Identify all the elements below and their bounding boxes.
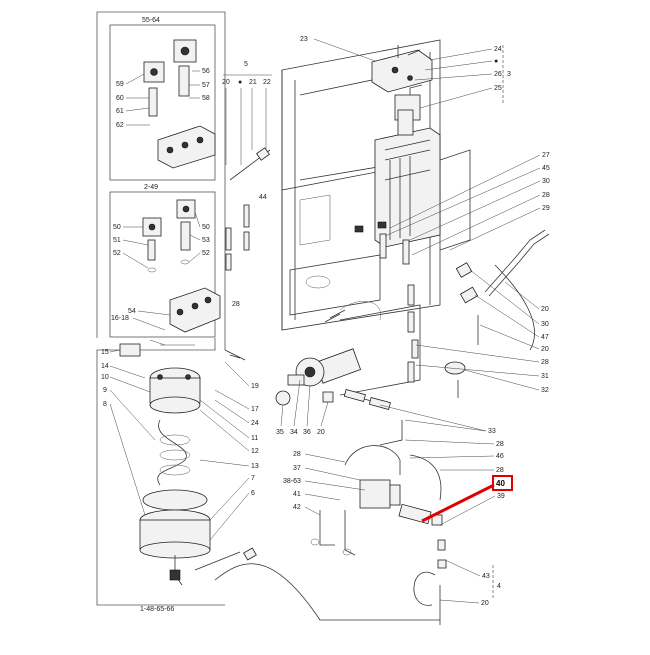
- label-13: 13: [251, 463, 259, 470]
- label-11: 11: [251, 435, 258, 442]
- label-46: 46: [496, 453, 504, 460]
- label-28e: 28: [496, 467, 504, 474]
- label-20b: 20: [317, 429, 325, 436]
- label-16-18: 16-18: [111, 315, 129, 322]
- label-group-2-49: 2-49: [144, 184, 158, 191]
- highlight-box: [492, 475, 513, 491]
- label-61: 61: [116, 108, 124, 115]
- label-20c: 20: [541, 306, 549, 313]
- label-35: 35: [276, 429, 284, 436]
- label-20d: 20: [541, 346, 549, 353]
- label-group-1-48-65-66: 1-48-65-66: [140, 606, 174, 613]
- label-21: 21: [249, 79, 257, 86]
- panel-boiler: 1-48-65-66 15 14 10 9 8 19 17 24 11 12 1…: [96, 11, 259, 613]
- label-52b: 52: [202, 250, 210, 257]
- label-47: 47: [541, 334, 549, 341]
- label-9: 9: [103, 387, 107, 394]
- group-5: 5 20 ● 21 22 44 28: [222, 61, 272, 308]
- label-53: 53: [202, 237, 210, 244]
- highlight-part-40: 40: [421, 475, 513, 523]
- label-54: 54: [128, 308, 136, 315]
- label-6: 6: [251, 490, 255, 497]
- label-30b: 30: [541, 321, 549, 328]
- label-22: 22: [263, 79, 271, 86]
- label-28a: 28: [232, 301, 240, 308]
- label-28c: 28: [541, 359, 549, 366]
- label-57: 57: [202, 82, 210, 89]
- label-58: 58: [202, 95, 210, 102]
- label-45: 45: [542, 165, 550, 172]
- label-56: 56: [202, 68, 210, 75]
- label-28b: 28: [542, 192, 550, 199]
- label-group-5: 5: [244, 61, 248, 68]
- label-10: 10: [101, 374, 109, 381]
- label-50b: 50: [202, 224, 210, 231]
- label-44: 44: [259, 194, 267, 201]
- label-27: 27: [542, 152, 550, 159]
- highlight-leader-line: [421, 483, 495, 523]
- label-33: 33: [488, 428, 496, 435]
- pump-assembly: 35 34 36 20 33: [275, 301, 496, 436]
- right-hoses: 20 30 47 20 28 31 32: [415, 229, 550, 398]
- label-37: 37: [293, 465, 301, 472]
- dot-5: ●: [238, 79, 242, 86]
- label-group-3: 3: [507, 71, 511, 78]
- label-41: 41: [293, 491, 301, 498]
- label-15: 15: [101, 349, 109, 356]
- label-31: 31: [541, 373, 549, 380]
- group-3: 23 24 ● 26 3 25: [300, 36, 511, 121]
- label-39: 39: [497, 493, 505, 500]
- label-34: 34: [290, 429, 298, 436]
- label-24b: 24: [494, 46, 502, 53]
- label-32: 32: [541, 387, 549, 394]
- label-17: 17: [251, 406, 259, 413]
- label-52a: 52: [113, 250, 121, 257]
- panel-2-49: 2-49 50 50 51 53 52 52 54 16-18: [109, 184, 221, 346]
- label-25: 25: [494, 85, 502, 92]
- label-20e: 20: [481, 600, 489, 607]
- label-38-63: 38-63: [283, 478, 301, 485]
- label-43: 43: [482, 573, 490, 580]
- label-62: 62: [116, 122, 124, 129]
- panel-55-64: 55-64 56 57 58 59 60 61 62: [109, 17, 216, 181]
- label-group-55-64: 55-64: [142, 17, 160, 24]
- label-24: 24: [251, 420, 259, 427]
- label-14: 14: [101, 363, 109, 370]
- label-59: 59: [116, 81, 124, 88]
- label-20a: 20: [222, 79, 230, 86]
- label-36: 36: [303, 429, 311, 436]
- label-19: 19: [251, 383, 259, 390]
- label-42: 42: [293, 504, 301, 511]
- label-23: 23: [300, 36, 308, 43]
- label-28f: 28: [293, 451, 301, 458]
- label-29: 29: [542, 205, 550, 212]
- label-51: 51: [113, 237, 121, 244]
- label-40: 40: [496, 479, 505, 488]
- dot-3: ●: [494, 58, 498, 65]
- label-30a: 30: [542, 178, 550, 185]
- label-50a: 50: [113, 224, 121, 231]
- label-12: 12: [251, 448, 259, 455]
- label-8: 8: [103, 401, 107, 408]
- label-28d: 28: [496, 441, 504, 448]
- label-26: 26: [494, 71, 502, 78]
- water-tank: 27 45 30 28 29: [354, 109, 550, 383]
- label-60: 60: [116, 95, 124, 102]
- label-7: 7: [251, 475, 255, 482]
- label-group-4: 4: [497, 583, 501, 590]
